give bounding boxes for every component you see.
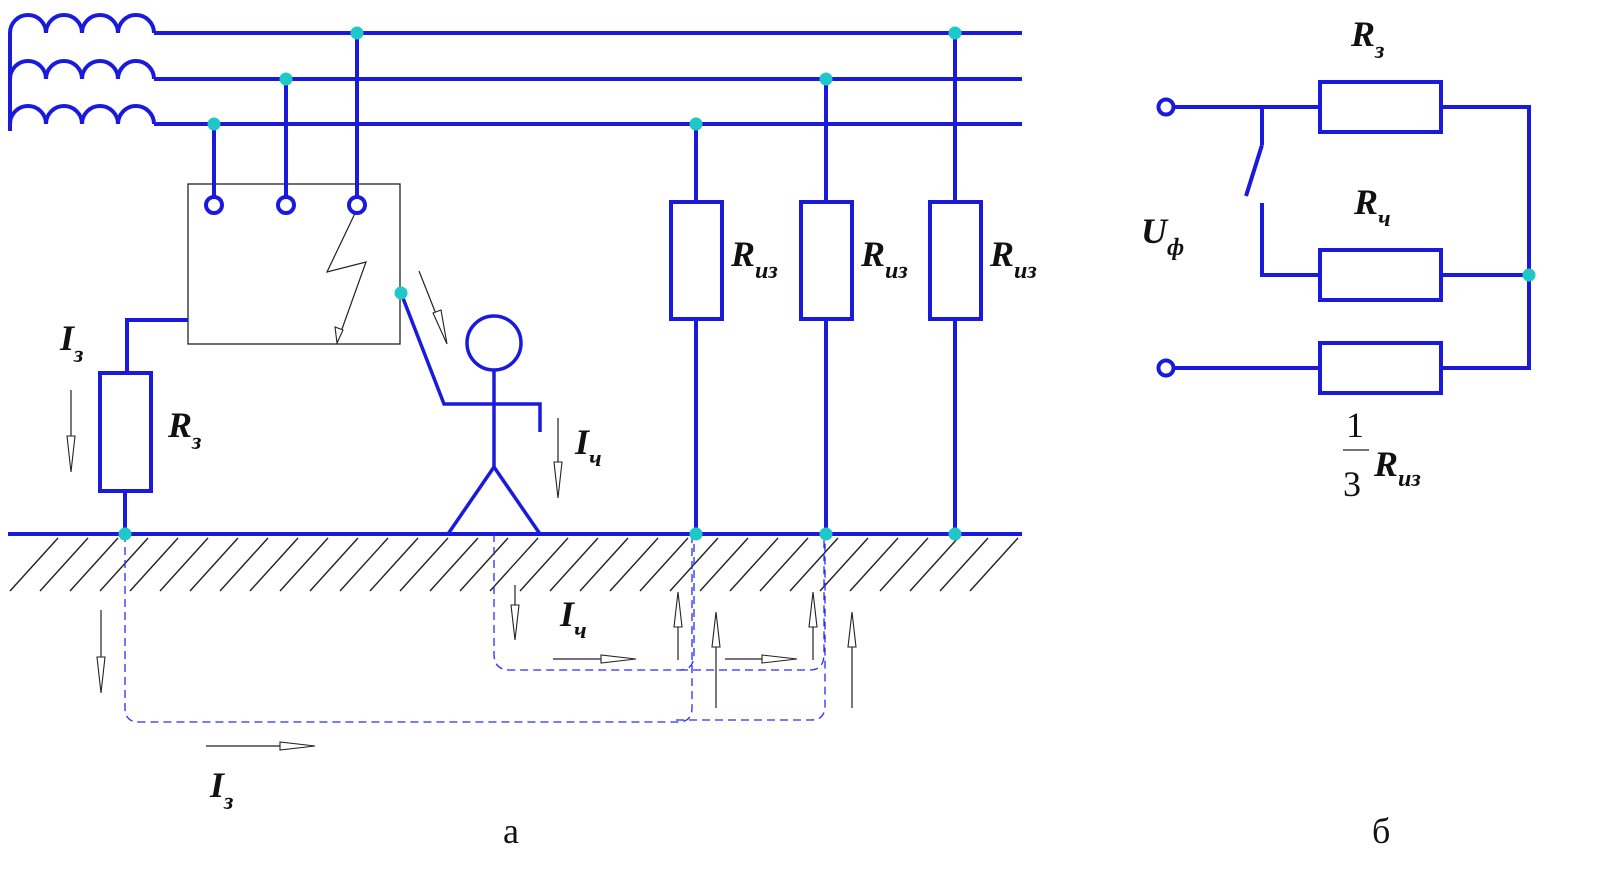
junction-node-b: [1522, 268, 1536, 282]
terminal-lower: [1156, 358, 1176, 378]
label-iz-lower: Iз: [209, 765, 233, 815]
label-uf: Uф: [1141, 211, 1184, 261]
ground-resistor-rz-b: [1318, 80, 1443, 134]
human-resistor-rch: [1318, 248, 1443, 302]
terminal-upper: [1156, 97, 1176, 117]
insulation-resistor-2: [799, 200, 854, 321]
current-arrows: [66, 270, 857, 751]
equipment-enclosure: [187, 183, 401, 345]
label-riz-1: Rиз: [730, 234, 778, 284]
label-rz-a: Rз: [167, 405, 201, 455]
ground-current-paths: [124, 534, 826, 723]
insulation-resistor-equiv: [1318, 341, 1443, 395]
caption-b: б: [1372, 811, 1390, 851]
person-icon: [399, 292, 542, 535]
label-riz-equiv: Rиз: [1373, 444, 1421, 492]
insulation-resistor-1: [669, 200, 724, 321]
label-ich-upper: Iч: [574, 422, 602, 472]
terminal-phase-2: [276, 195, 296, 215]
part-a-circuit: Rз Iз Iч Rиз Rиз Rиз Iч Iз а: [8, 13, 1037, 851]
insulation-resistor-3: [928, 200, 983, 321]
fraction-denominator: 3: [1343, 464, 1361, 504]
caption-a: а: [503, 811, 519, 851]
switch-blade: [1244, 144, 1264, 197]
fraction-numerator: 1: [1346, 405, 1364, 445]
junction-nodes: [118, 26, 962, 541]
label-rz-b: Rз: [1350, 14, 1384, 64]
label-riz-3: Rиз: [989, 234, 1037, 284]
part-b-equivalent-circuit: Rз Rч Uф 1 3 Rиз б: [1141, 14, 1536, 851]
label-riz-2: Rиз: [860, 234, 908, 284]
ground-resistor-rz: [98, 371, 153, 493]
terminal-phase-1: [347, 195, 367, 215]
earth-hatching: [9, 537, 1019, 592]
fault-breakdown-icon: [325, 206, 367, 344]
label-ich-lower: Iч: [559, 594, 587, 644]
transformer-coils-icon: [8, 13, 156, 131]
label-rch-b: Rч: [1353, 182, 1391, 232]
terminal-phase-3: [204, 195, 224, 215]
label-iz-upper: Iз: [59, 318, 83, 368]
